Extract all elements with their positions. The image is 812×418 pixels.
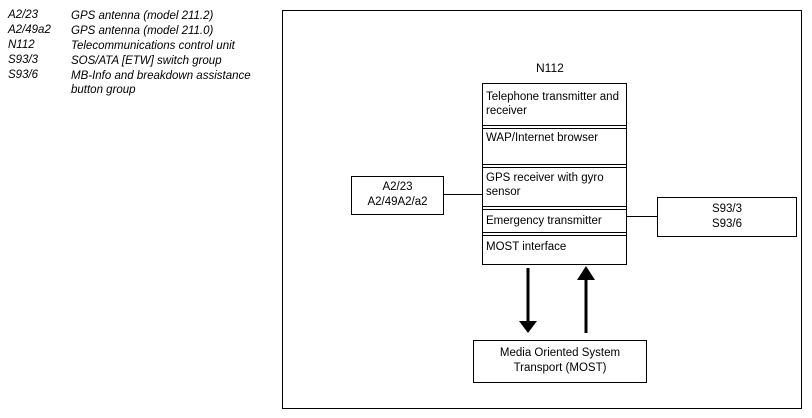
connector-right bbox=[625, 216, 658, 217]
unit-label: N112 bbox=[536, 61, 564, 75]
switch-group-box-line1: S93/3 bbox=[711, 203, 743, 215]
unit-section-gps: GPS receiver with gyro sensor bbox=[486, 172, 604, 198]
antenna-box-line1: A2/23 bbox=[382, 181, 413, 193]
legend-description: Telecommunications control unit bbox=[71, 40, 235, 52]
switch-group-box-line2: S93/6 bbox=[711, 218, 743, 230]
most-box: Media Oriented System Transport (MOST) bbox=[473, 340, 647, 383]
legend-code: S93/3 bbox=[8, 54, 39, 66]
legend-code: S93/6 bbox=[8, 69, 39, 81]
legend-description: GPS antenna (model 211.0) bbox=[71, 25, 214, 37]
legend-description: SOS/ATA [ETW] switch group bbox=[71, 55, 222, 67]
legend-description: MB-Info and breakdown assistance button … bbox=[71, 70, 251, 96]
unit-section-most: MOST interface bbox=[486, 241, 567, 253]
diagram-frame bbox=[282, 10, 802, 409]
control-unit-box: Telephone transmitter and receiver WAP/I… bbox=[482, 83, 627, 265]
antenna-box-line2: A2/49A2/a2 bbox=[367, 196, 428, 208]
connector-left bbox=[443, 194, 483, 195]
most-box-line2: Transport (MOST) bbox=[513, 362, 607, 374]
up-arrow bbox=[577, 266, 595, 333]
legend-code: A2/49a2 bbox=[8, 24, 51, 36]
unit-section-browser: WAP/Internet browser bbox=[486, 132, 599, 144]
section-divider bbox=[483, 232, 626, 236]
section-divider bbox=[483, 164, 626, 168]
unit-section-emergency: Emergency transmitter bbox=[486, 215, 602, 227]
unit-section-telephone: Telephone transmitter and receiver bbox=[486, 91, 619, 117]
down-arrow bbox=[519, 268, 537, 333]
most-box-line1: Media Oriented System bbox=[499, 347, 621, 359]
legend-description: GPS antenna (model 211.2) bbox=[71, 10, 214, 22]
section-divider bbox=[483, 206, 626, 210]
legend-code: N112 bbox=[8, 39, 35, 51]
antenna-box: A2/23 A2/49A2/a2 bbox=[351, 176, 444, 215]
switch-group-box: S93/3 S93/6 bbox=[657, 197, 797, 237]
legend-code: A2/23 bbox=[8, 9, 39, 21]
section-divider bbox=[483, 125, 626, 129]
